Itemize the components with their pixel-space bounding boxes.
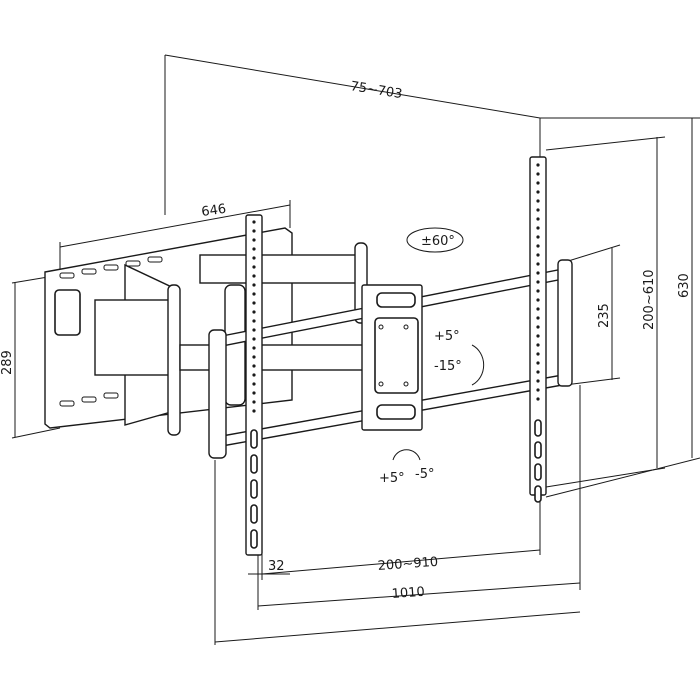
rail-hole [252,301,256,305]
plate-slot [103,264,119,271]
rail-slot [534,419,542,437]
rail-hole [252,220,256,224]
rail-slot [250,454,258,474]
label-tilt-up: +5° [434,329,460,344]
rail-hole [536,325,540,329]
rail-hole [252,247,256,251]
rail-hole [252,283,256,287]
rail-slot [250,429,258,449]
dimension-labels: 75~703 646 289 235 200~610 630 32 200~91… [0,79,692,602]
rail-hole [536,334,540,338]
label-plate-height: 289 [0,350,15,375]
center-plate [361,284,423,431]
rail-hole [252,382,256,386]
rail-hole [252,391,256,395]
rail-hole [252,310,256,314]
rail-hole [252,319,256,323]
plate-slot [147,256,163,263]
rail-hole [536,235,540,239]
rail-slot [250,504,258,524]
rail-slot [534,441,542,459]
rail-hole [536,262,540,266]
rotation-arrows [392,227,485,461]
rail-hole [536,181,540,185]
label-vesa-horizontal: 200~910 [377,555,438,574]
label-swivel: ±60° [421,234,455,249]
rail-hole [252,355,256,359]
rail-hole [252,364,256,368]
rail-hole [252,292,256,296]
rail-hole [536,361,540,365]
label-plate-width: 646 [200,202,227,220]
label-level-minus: -5° [415,467,434,482]
rail-slot [534,463,542,481]
rail-hole [252,229,256,233]
rail-hole [252,373,256,377]
rail-hole [536,316,540,320]
plate-slot [59,272,75,279]
plate-slot [125,260,141,267]
rail-hole [252,400,256,404]
label-vesa-range: 200~610 [642,269,657,330]
label-rail-offset: 32 [268,559,285,574]
rail-hole [252,238,256,242]
rail-slot [250,479,258,499]
rail-hole [536,199,540,203]
plate-slot [103,392,119,399]
rail-hole [536,163,540,167]
rail-hole [536,208,540,212]
label-vesa-min: 235 [597,303,612,328]
rail-hole [536,370,540,374]
label-tilt-down: -15° [434,359,462,374]
rail-hole [536,217,540,221]
rail-hole [536,397,540,401]
vertical-rails [245,156,547,556]
rail-hole [252,328,256,332]
rail-slot [250,529,258,549]
label-depth: 75~703 [349,79,403,102]
rail-hole [252,265,256,269]
rail-hole [536,280,540,284]
rail-hole [536,343,540,347]
rail-hole [536,172,540,176]
rail-hole [536,307,540,311]
rail-hole [536,226,540,230]
rail-hole [252,256,256,260]
rail-hole [536,190,540,194]
rail-hole [536,253,540,257]
rail-hole [536,379,540,383]
rail-hole [252,337,256,341]
rail-slot [534,485,542,503]
label-bar-width: 1010 [391,585,425,602]
plate-slot [59,400,75,407]
rail-hole [536,271,540,275]
label-level-plus: +5° [379,471,405,486]
rail-hole [536,352,540,356]
swing-arms [94,242,368,436]
dimension-lines [11,54,700,645]
rail-hole [252,409,256,413]
rail-hole [252,346,256,350]
rail-hole [536,388,540,392]
plate-slot [81,268,97,275]
rail-hole [536,289,540,293]
rail-hole [536,298,540,302]
plate-slot [81,396,97,403]
rail-hole [536,244,540,248]
label-rail-height: 630 [677,273,692,298]
rail-hole [252,274,256,278]
